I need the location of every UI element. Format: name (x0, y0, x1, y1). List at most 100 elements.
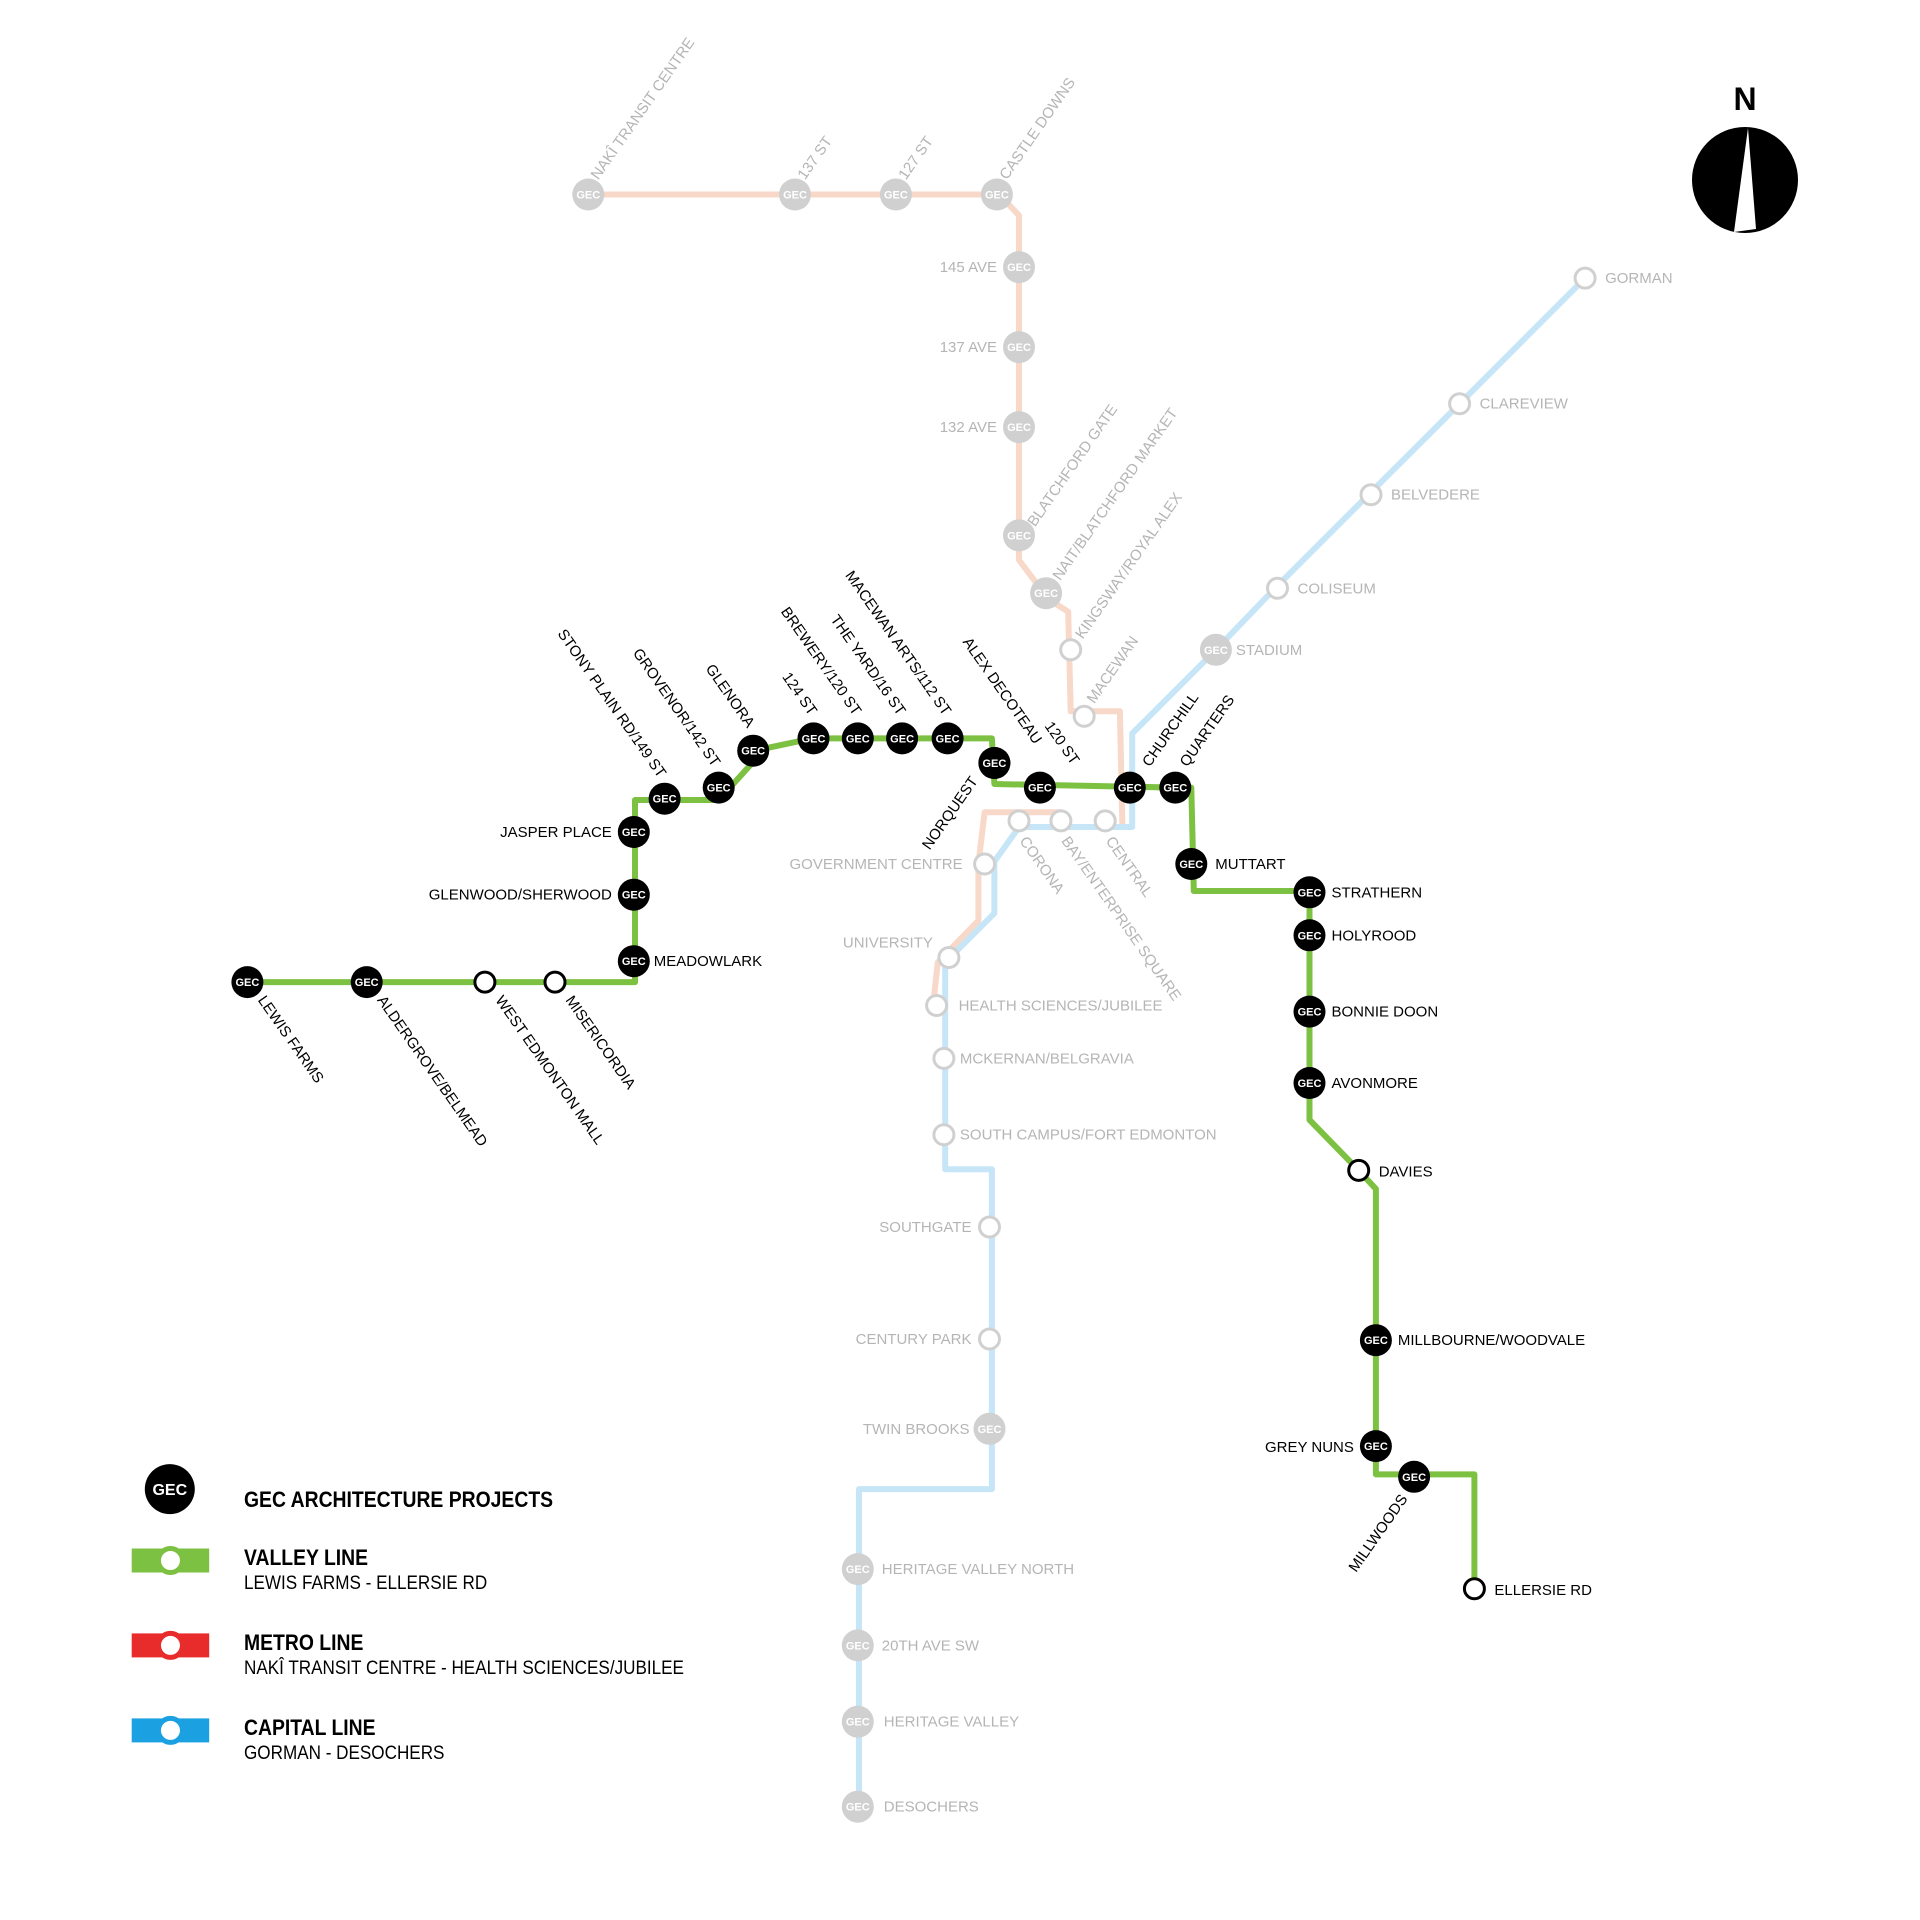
valley-glenwood-sherwood-label: GLENWOOD/SHERWOOD (429, 887, 612, 904)
valley-grey-nuns-label: GREY NUNS (1265, 1439, 1354, 1456)
capital-belvedere-station-marker (1359, 483, 1383, 507)
valley-jasper-place-label: JASPER PLACE (500, 824, 612, 841)
metro-castle-downs-gec-marker-text: GEC (985, 190, 1009, 202)
valley-stony-plain-rd-149-st-gec-marker-text: GEC (653, 794, 677, 806)
metro-137-st-label: 137 ST (794, 133, 836, 182)
valley-muttart-gec-marker-text: GEC (1179, 859, 1203, 871)
valley-120-st-gec-marker-text: GEC (1028, 783, 1052, 795)
metro-132-ave-gec-marker (1003, 411, 1035, 444)
valley-the-yard-16-st-gec-marker-text: GEC (890, 733, 914, 745)
valley-grovenor-142-st-gec-marker-text: GEC (707, 783, 731, 795)
valley-bonnie-doon-gec-marker-text: GEC (1298, 1007, 1322, 1019)
capital-heritage-valley-north-gec-marker (841, 1553, 874, 1586)
valley-norquest-gec-marker-text: GEC (982, 758, 1006, 770)
valley-strathern-gec-marker (1293, 876, 1326, 909)
capital-stadium-gec-marker-text: GEC (1204, 645, 1228, 657)
north-compass-icon: N (1692, 81, 1798, 233)
valley-brewery-120-st-gec-marker-text: GEC (846, 733, 870, 745)
metro-137-st-gec-marker-text: GEC (783, 190, 807, 202)
valley-aldergrove-belmead-label: ALDERGROVE/BELMEAD (373, 993, 490, 1150)
capital-heritage-valley-gec-marker (841, 1705, 874, 1738)
valley-124-st-gec-marker-text: GEC (802, 733, 826, 745)
capital-southgate-station-marker (978, 1215, 1001, 1239)
valley-aldergrove-belmead-gec-marker (350, 966, 383, 999)
valley-jasper-place-gec-marker-text: GEC (622, 827, 646, 839)
metro-145-ave-gec-marker-text: GEC (1007, 262, 1031, 274)
metro-nait-blatchford-market-label: NAIT/BLATCHFORD MARKET (1049, 405, 1181, 583)
metro-line-path (585, 191, 1126, 1010)
metro-137-ave-gec-marker (1003, 331, 1035, 364)
capital-health-sciences-jubilee-station-marker (925, 994, 949, 1017)
metro-132-ave-label: 132 AVE (940, 419, 997, 436)
valley-avonmore-gec-marker (1293, 1067, 1326, 1099)
capital-mckernan-belgravia-station-marker (932, 1046, 956, 1070)
capital-corona-station-marker (1007, 809, 1031, 833)
metro-nak-transit-centre-gec-marker (572, 178, 605, 211)
metro-137-ave-gec-marker-text: GEC (1007, 342, 1031, 354)
capital-20th-ave-sw-label: 20TH AVE SW (882, 1637, 980, 1654)
capital-southgate-label: SOUTHGATE (879, 1219, 971, 1236)
valley-davies-station-marker (1347, 1158, 1371, 1182)
metro-castle-downs-label: CASTLE DOWNS (996, 75, 1079, 183)
valley-churchill-gec-marker (1113, 771, 1146, 804)
capital-clareview-label: CLAREVIEW (1480, 396, 1569, 413)
valley-glenora-label: GLENORA (702, 661, 758, 731)
valley-quarters-gec-marker (1159, 771, 1192, 804)
capital-desochers-label: DESOCHERS (884, 1799, 979, 1816)
capital-desochers-gec-marker (841, 1790, 874, 1823)
valley-meadowlark-gec-marker (617, 945, 650, 978)
valley-124-st-label: 124 ST (778, 669, 820, 718)
valley-jasper-place-gec-marker (617, 816, 650, 848)
valley-grey-nuns-gec-marker (1359, 1430, 1392, 1463)
valley-muttart-label: MUTTART (1215, 856, 1285, 873)
valley-stony-plain-rd-149-st-gec-marker (648, 782, 681, 815)
capital-stadium-gec-marker (1199, 633, 1232, 666)
valley-millwoods-gec-marker-text: GEC (1402, 1472, 1426, 1484)
valley-misericordia-label: MISERICORDIA (562, 993, 639, 1093)
capital-stadium-label: STADIUM (1236, 642, 1302, 659)
valley-millwoods-gec-marker (1398, 1460, 1431, 1493)
capital-heritage-valley-north-label: HERITAGE VALLEY NORTH (882, 1561, 1074, 1578)
metro-nait-blatchford-market-gec-marker-text: GEC (1034, 588, 1058, 600)
capital-university-station-marker (937, 946, 961, 969)
metro-132-ave-gec-marker-text: GEC (1007, 422, 1031, 434)
valley-meadowlark-gec-marker-text: GEC (622, 956, 646, 968)
valley-120-st-gec-marker (1023, 771, 1056, 804)
capital-century-park-label: CENTURY PARK (856, 1331, 972, 1348)
legend-gec-marker-icon (144, 1464, 195, 1515)
metro-blatchford-gate-gec-marker-text: GEC (1007, 530, 1031, 542)
metro-macewan-station-marker (1072, 704, 1096, 728)
capital-coliseum-station-marker (1266, 576, 1289, 600)
valley-ellersie-rd-station-marker (1462, 1577, 1486, 1601)
capital-belvedere-label: BELVEDERE (1391, 487, 1480, 504)
capital-century-park-station-marker (978, 1327, 1001, 1351)
capital-south-campus-fort-edmonton-label: SOUTH CAMPUS/FORT EDMONTON (960, 1127, 1217, 1144)
valley-millwoods-label: MILLWOODS (1345, 1491, 1411, 1575)
metro-127-st-gec-marker (879, 178, 912, 211)
valley-muttart-gec-marker (1175, 848, 1208, 880)
valley-churchill-gec-marker-text: GEC (1118, 783, 1142, 795)
valley-holyrood-gec-marker (1293, 919, 1326, 952)
valley-west-edmonton-mall-station-marker (473, 970, 497, 994)
valley-brewery-120-st-label: BREWERY/120 ST (777, 604, 864, 719)
valley-meadowlark-label: MEADOWLARK (654, 953, 762, 970)
capital-government-centre-label: GOVERNMENT CENTRE (790, 856, 963, 873)
legend-metro-line-icon (131, 1630, 210, 1660)
valley-misericordia-station-marker (543, 970, 567, 994)
metro-macewan-label: MACEWAN (1084, 633, 1143, 706)
capital-government-centre-station-marker (973, 852, 997, 876)
valley-macewan-arts-112-st-gec-marker (931, 722, 964, 755)
valley-lewis-farms-gec-marker (231, 966, 264, 999)
metro-145-ave-gec-marker (1003, 251, 1035, 284)
capital-mckernan-belgravia-label: MCKERNAN/BELGRAVIA (960, 1050, 1134, 1067)
valley-strathern-gec-marker-text: GEC (1298, 887, 1322, 899)
capital-gorman-label: GORMAN (1605, 270, 1673, 287)
valley-glenora-gec-marker (737, 734, 770, 767)
capital-20th-ave-sw-gec-marker (841, 1629, 874, 1662)
valley-macewan-arts-112-st-gec-marker-text: GEC (936, 733, 960, 745)
valley-grovenor-142-st-gec-marker (702, 771, 735, 804)
capital-coliseum-label: COLISEUM (1298, 580, 1376, 597)
capital-university-label: UNIVERSITY (843, 935, 933, 952)
